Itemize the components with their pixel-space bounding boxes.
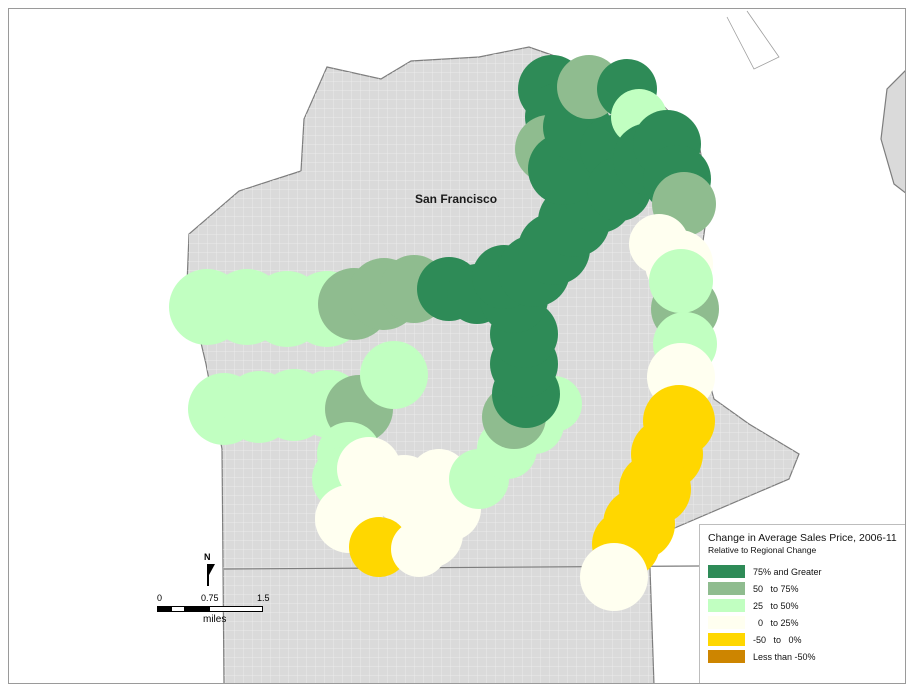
- north-arrow-head: [209, 564, 215, 575]
- legend-subtitle: Relative to Regional Change: [708, 545, 817, 555]
- scale-segment: [184, 606, 210, 612]
- legend-swatch: [708, 650, 745, 663]
- scale-tick-0: 0: [157, 593, 163, 603]
- buffer-circle: [391, 521, 447, 577]
- legend-swatch: [708, 599, 745, 612]
- north-arrow-shaft: [207, 564, 209, 586]
- legend-label: 25 to 50%: [753, 600, 799, 611]
- buffer-circle: [349, 517, 409, 577]
- scale-bar-segments: [157, 606, 263, 612]
- legend-label: Less than -50%: [753, 651, 816, 662]
- legend-swatch: [708, 582, 745, 595]
- map-legend: Change in Average Sales Price, 2006-11 R…: [699, 524, 905, 683]
- legend-title: Change in Average Sales Price, 2006-11: [708, 532, 897, 544]
- legend-label: 0 to 25%: [753, 617, 799, 628]
- place-label-san-francisco: San Francisco: [415, 192, 498, 206]
- road-outline: [726, 10, 780, 70]
- legend-item-0-to-25: 0 to 25%: [708, 614, 897, 631]
- legend-swatch: [708, 565, 745, 578]
- scale-segment: [171, 606, 185, 612]
- legend-label: -50 to 0%: [753, 634, 802, 645]
- scale-unit: miles: [203, 614, 227, 625]
- scale-segment: [209, 606, 263, 612]
- legend-label: 75% and Greater: [753, 566, 822, 577]
- buffer-circle: [649, 249, 713, 313]
- buffer-circle: [360, 341, 428, 409]
- buffer-circle: [580, 543, 648, 611]
- scale-bar: 0 0.75 1.5 miles: [157, 593, 277, 627]
- legend-swatch: [708, 616, 745, 629]
- legend-item-75-and-greater: 75% and Greater: [708, 563, 897, 580]
- legend-label: 50 to 75%: [753, 583, 799, 594]
- map-canvas[interactable]: [9, 9, 906, 684]
- scale-tick-0-75: 0.75: [201, 593, 219, 603]
- legend-item-50-to-75: 50 to 75%: [708, 580, 897, 597]
- legend-item-less-than-minus-50: Less than -50%: [708, 648, 897, 665]
- east-land-area: [880, 70, 905, 194]
- north-letter: N: [204, 552, 211, 562]
- scale-segment: [157, 606, 172, 612]
- legend-swatch: [708, 633, 745, 646]
- north-arrow-icon: N: [204, 552, 218, 588]
- legend-item-minus-50-to-0: -50 to 0%: [708, 631, 897, 648]
- scale-tick-1-5: 1.5: [257, 593, 270, 603]
- map-frame: San Francisco N 0 0.75 1.5 miles Change …: [8, 8, 906, 684]
- legend-item-25-to-50: 25 to 50%: [708, 597, 897, 614]
